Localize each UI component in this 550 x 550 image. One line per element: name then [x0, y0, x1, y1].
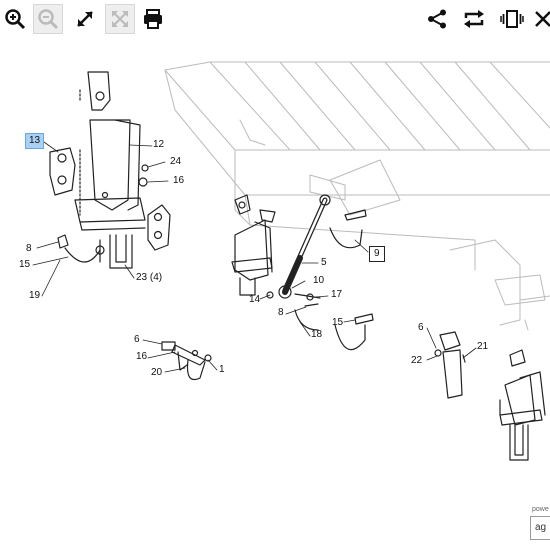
- callout-10[interactable]: 10: [313, 275, 325, 286]
- callout-22[interactable]: 22: [411, 355, 423, 366]
- print-icon: [144, 9, 162, 29]
- zoom-in-button[interactable]: [0, 4, 30, 34]
- callout-14[interactable]: 14: [249, 294, 261, 305]
- parts-diagram: 13 12 24 16 8 15 19 23 (4) 9 5 14 10 17 …: [0, 40, 550, 510]
- leader-lines: [32, 141, 477, 373]
- callout-17[interactable]: 17: [331, 289, 343, 300]
- powered-by-logo[interactable]: powe ag: [526, 506, 550, 546]
- callout-9[interactable]: 9: [369, 246, 385, 262]
- callout-6-right[interactable]: 6: [418, 322, 424, 333]
- callout-15-left[interactable]: 15: [19, 259, 31, 270]
- callout-19[interactable]: 19: [29, 290, 41, 301]
- repeat-icon: [464, 10, 484, 28]
- callout-21[interactable]: 21: [477, 341, 489, 352]
- fit-icon: [112, 11, 128, 27]
- zoom-out-button[interactable]: [33, 4, 63, 34]
- callout-8-middle[interactable]: 8: [278, 307, 284, 318]
- callout-23[interactable]: 23 (4): [136, 272, 163, 283]
- powered-text: powe: [532, 506, 549, 513]
- callout-24[interactable]: 24: [170, 156, 182, 167]
- repeat-button[interactable]: [459, 4, 489, 34]
- left-bracket-assembly: [49, 71, 171, 269]
- callout-20[interactable]: 20: [151, 367, 163, 378]
- share-button[interactable]: [422, 4, 452, 34]
- callout-18[interactable]: 18: [311, 329, 323, 340]
- frame-body: [164, 61, 550, 331]
- callout-16-lower[interactable]: 16: [136, 351, 148, 362]
- more-button[interactable]: [532, 4, 550, 34]
- callout-13[interactable]: 13: [25, 133, 45, 149]
- share-icon: [428, 9, 446, 29]
- lower-bracket-assembly: [161, 341, 212, 381]
- callout-6-lower[interactable]: 6: [134, 334, 140, 345]
- toolbar: [0, 0, 550, 40]
- compare-icon: [500, 10, 524, 28]
- print-button[interactable]: [138, 4, 168, 34]
- zoom-in-icon: [5, 9, 26, 30]
- parts-drawing: [32, 61, 550, 461]
- callout-8-left[interactable]: 8: [26, 243, 32, 254]
- middle-bracket-assembly: [231, 194, 374, 351]
- expand-button[interactable]: [70, 4, 100, 34]
- close-icon: [535, 11, 550, 27]
- right-bracket-assembly: [434, 331, 546, 461]
- compare-button[interactable]: [497, 4, 527, 34]
- zoom-out-icon: [38, 9, 59, 30]
- logo-mark: ag: [530, 516, 550, 540]
- callout-12[interactable]: 12: [153, 139, 165, 150]
- callout-1[interactable]: 1: [219, 364, 225, 375]
- expand-icon: [77, 11, 93, 27]
- callout-5[interactable]: 5: [321, 257, 327, 268]
- fit-button[interactable]: [105, 4, 135, 34]
- callout-15-middle[interactable]: 15: [332, 317, 344, 328]
- callout-16-left[interactable]: 16: [173, 175, 185, 186]
